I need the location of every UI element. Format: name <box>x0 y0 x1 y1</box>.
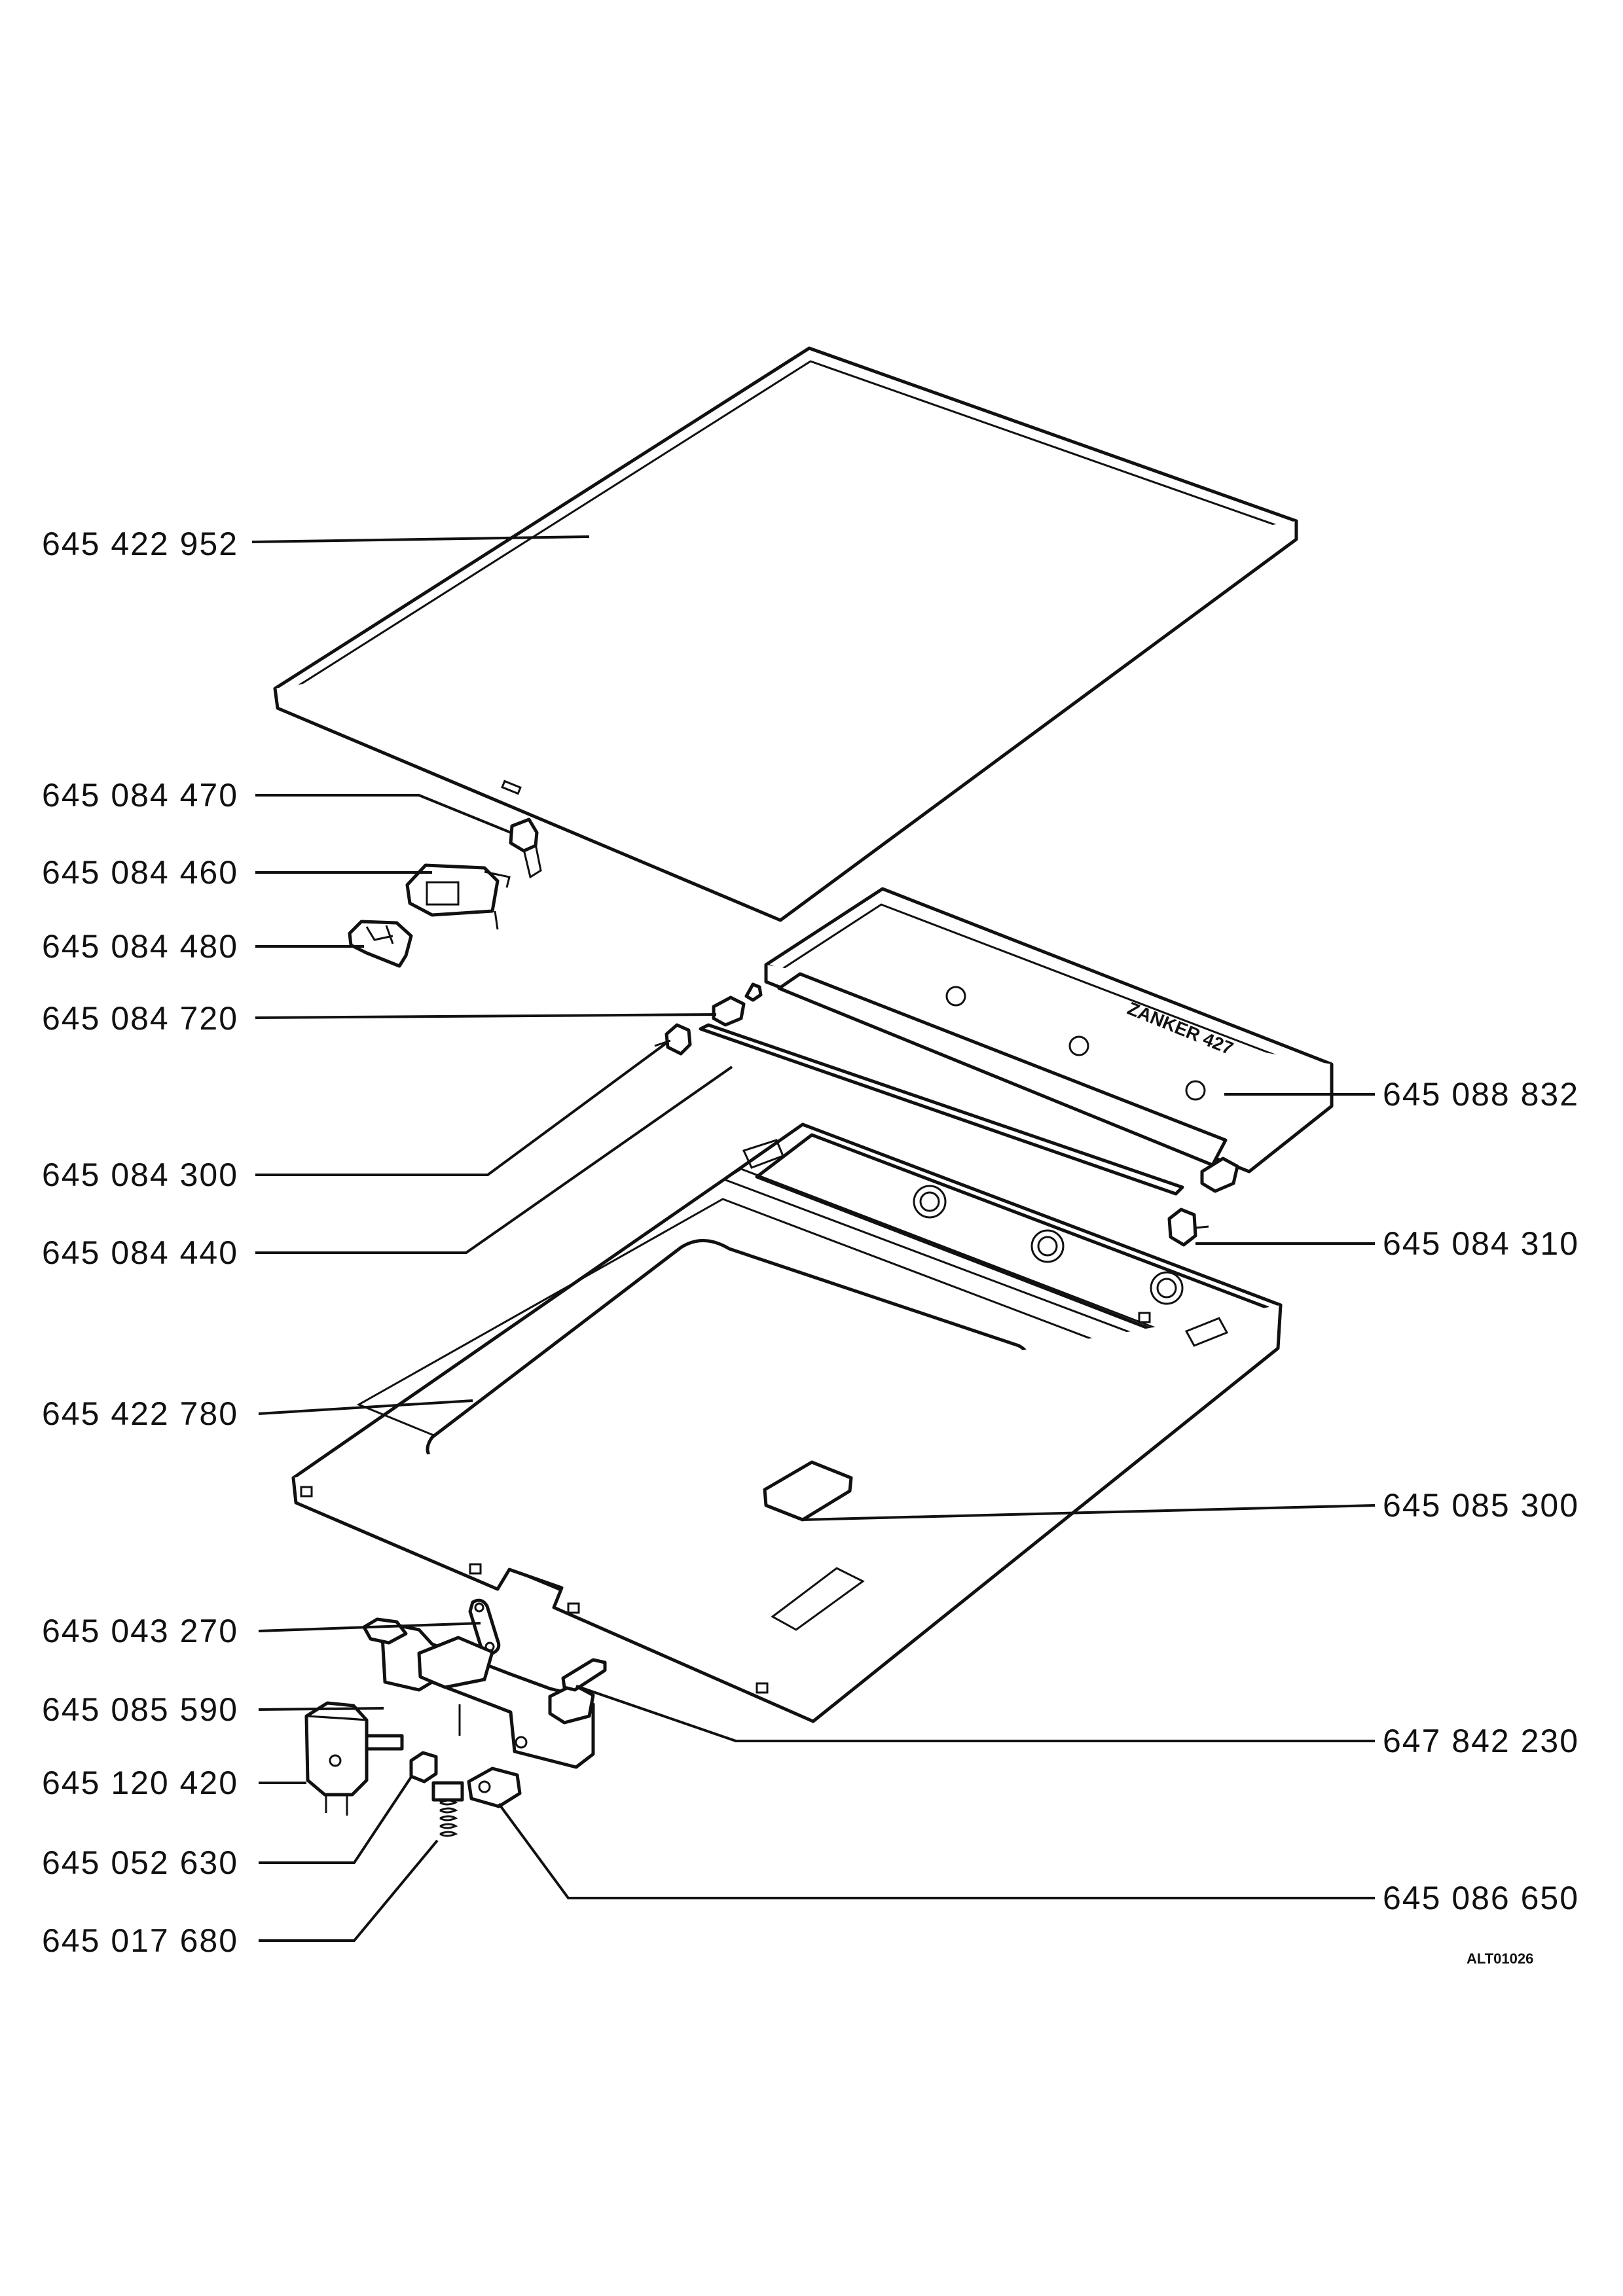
filter-cover-part <box>763 1460 853 1522</box>
label-plunger: 645 052 630 <box>42 1844 238 1881</box>
micro-switch-part <box>467 1767 522 1808</box>
control-panel-part: ZANKER 427 <box>764 887 1334 1174</box>
seal-strip-part <box>699 1023 1184 1196</box>
label-lid-panel: 645 422 952 <box>42 526 238 562</box>
label-control-panel: 645 088 832 <box>1383 1076 1579 1113</box>
document-code: ALT01026 <box>1467 1950 1533 1967</box>
label-top-frame: 645 422 780 <box>42 1395 238 1432</box>
latch-housing-part <box>405 863 511 930</box>
label-spring: 645 017 680 <box>42 1922 238 1959</box>
leader-lines <box>251 535 1376 1942</box>
label-filter-cover: 645 085 300 <box>1383 1487 1579 1524</box>
lid-panel-part <box>273 346 1298 922</box>
spring-part <box>431 1781 464 1837</box>
label-bracket-left: 645 084 720 <box>42 1000 238 1037</box>
label-pin-left: 645 084 300 <box>42 1157 238 1193</box>
label-latch-housing: 645 084 460 <box>42 854 238 891</box>
latch-cover-part <box>348 920 413 968</box>
hinge-clip-part <box>509 817 542 879</box>
label-latch-cover: 645 084 480 <box>42 928 238 965</box>
label-pin-right: 645 084 310 <box>1383 1225 1579 1262</box>
pin-right-part <box>1167 1208 1209 1247</box>
label-lever: 645 043 270 <box>42 1613 238 1649</box>
interlock-switch-part <box>304 1701 404 1816</box>
label-seal-strip: 645 084 440 <box>42 1234 238 1271</box>
label-hinge-clip: 645 084 470 <box>42 777 238 814</box>
hinge-pin-part <box>561 1658 607 1692</box>
label-interlock-switch: 645 120 420 <box>42 1765 238 1801</box>
top-frame-part <box>291 1122 1283 1723</box>
bracket-right-part <box>1200 1157 1239 1193</box>
plunger-part <box>409 1751 438 1784</box>
pin-left-part <box>654 1023 692 1056</box>
label-lock-bracket: 645 085 590 <box>42 1691 238 1728</box>
label-micro-switch: 645 086 650 <box>1383 1880 1579 1916</box>
bracket-left-part <box>712 982 763 1027</box>
label-hinge-pin: 647 842 230 <box>1383 1723 1579 1759</box>
part-labels: 645 422 952 645 084 470 645 084 460 645 … <box>42 526 1579 1967</box>
lock-bracket-part <box>362 1617 595 1769</box>
